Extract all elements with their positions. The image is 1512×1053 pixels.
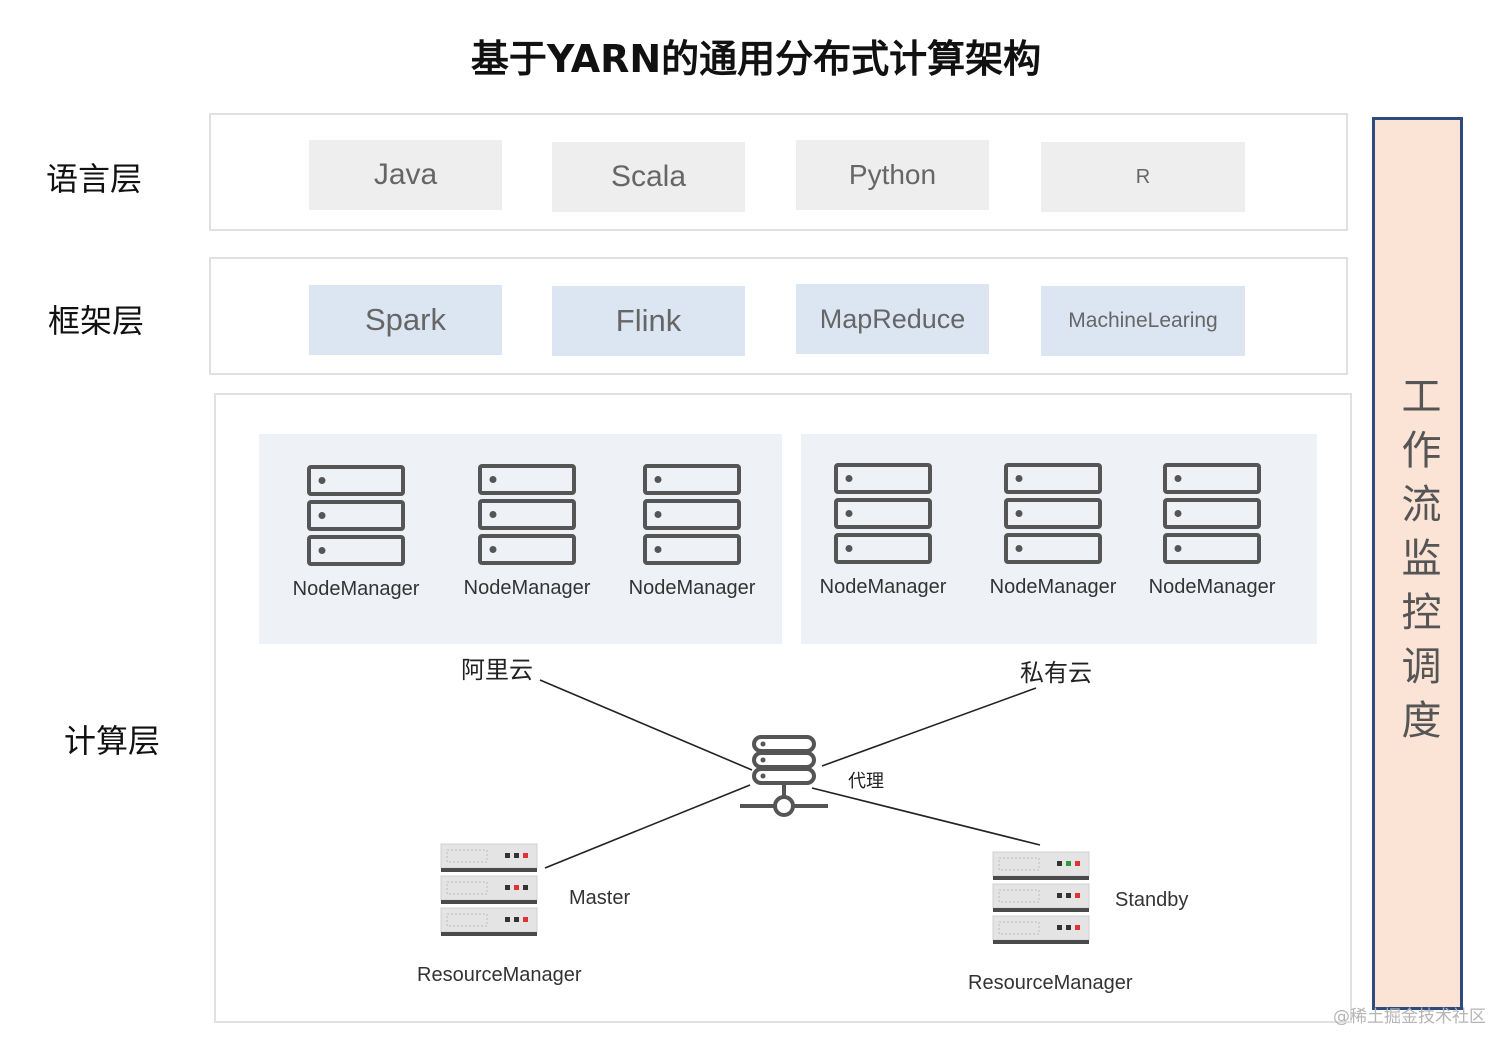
watermark: @稀土掘金技术社区 [1333, 1007, 1486, 1027]
framework-chip-spark: Spark [309, 285, 502, 355]
framework-layer-label: 框架层 [48, 302, 145, 340]
language-chip-python: Python [796, 140, 989, 210]
node-manager-6: NodeManager [1147, 462, 1277, 599]
workflow-monitor-label: 工作流监控调度 [1394, 374, 1441, 753]
server-stack-icon [307, 465, 405, 566]
node-manager-5: NodeManager [988, 462, 1118, 599]
node-manager-label: NodeManager [628, 577, 756, 599]
server-stack-icon [1163, 463, 1261, 564]
language-chip-r: R [1041, 142, 1245, 212]
server-stack-icon [1004, 463, 1102, 564]
node-manager-label: NodeManager [1148, 576, 1276, 598]
language-chip-scala: Scala [552, 142, 745, 212]
server-stack-icon [834, 463, 932, 564]
diagram-title: 基于YARN的通用分布式计算架构 [470, 37, 1042, 81]
node-manager-label: NodeManager [989, 576, 1117, 598]
framework-chip-flink: Flink [552, 286, 745, 356]
language-layer-label: 语言层 [46, 160, 143, 198]
cluster-name-private: 私有云 [1020, 660, 1092, 687]
rm-standby-role: Standby [1115, 889, 1189, 911]
server-stack-icon [643, 464, 741, 565]
cluster-name-aliyun: 阿里云 [461, 657, 533, 684]
proxy-label: 代理 [848, 771, 884, 791]
network-server-icon [740, 735, 828, 817]
rm-master-name: ResourceManager [417, 964, 582, 986]
node-manager-1: NodeManager [291, 464, 421, 601]
rm-standby-name: ResourceManager [968, 972, 1133, 994]
node-manager-2: NodeManager [462, 463, 592, 600]
rack-server-icon [992, 851, 1090, 944]
language-chip-java: Java [309, 140, 502, 210]
node-manager-label: NodeManager [292, 578, 420, 600]
workflow-monitor-panel: 工作流监控调度 [1372, 117, 1463, 1010]
rm-master-role: Master [569, 887, 631, 909]
framework-chip-mapreduce: MapReduce [796, 284, 989, 354]
compute-layer-label: 计算层 [64, 722, 161, 760]
node-manager-label: NodeManager [463, 577, 591, 599]
node-manager-label: NodeManager [819, 576, 947, 598]
node-manager-3: NodeManager [627, 463, 757, 600]
cluster-region-private [801, 434, 1317, 644]
node-manager-4: NodeManager [818, 462, 948, 599]
rack-server-icon [440, 843, 538, 936]
framework-chip-machinelearing: MachineLearing [1041, 286, 1245, 356]
server-stack-icon [478, 464, 576, 565]
